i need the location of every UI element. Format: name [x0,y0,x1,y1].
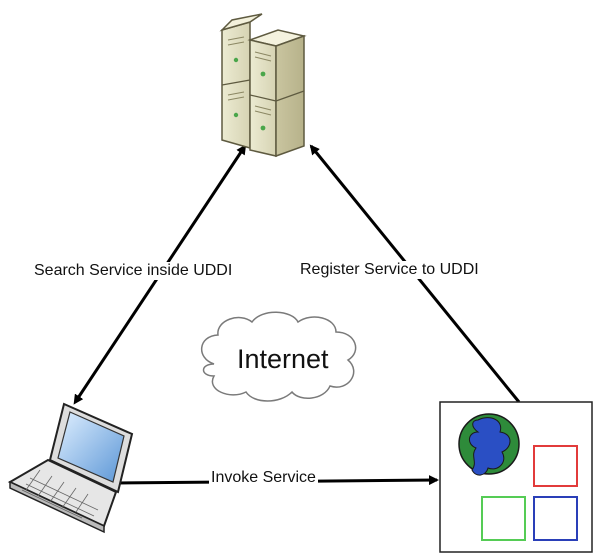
internet-label: Internet [237,344,329,374]
register-service-label: Register Service to UDDI [300,261,479,279]
green-square-icon [481,496,526,541]
red-square-icon [533,445,578,487]
blue-square-icon [533,496,578,541]
laptop-icon [7,402,134,534]
server-rack-icon [219,13,307,158]
search-service-label: Search Service inside UDDI [34,262,233,280]
web-service-window-icon [439,401,593,553]
globe-icon [458,413,520,476]
invoke-service-label: Invoke Service [209,469,318,487]
cloud-icon [201,311,357,402]
